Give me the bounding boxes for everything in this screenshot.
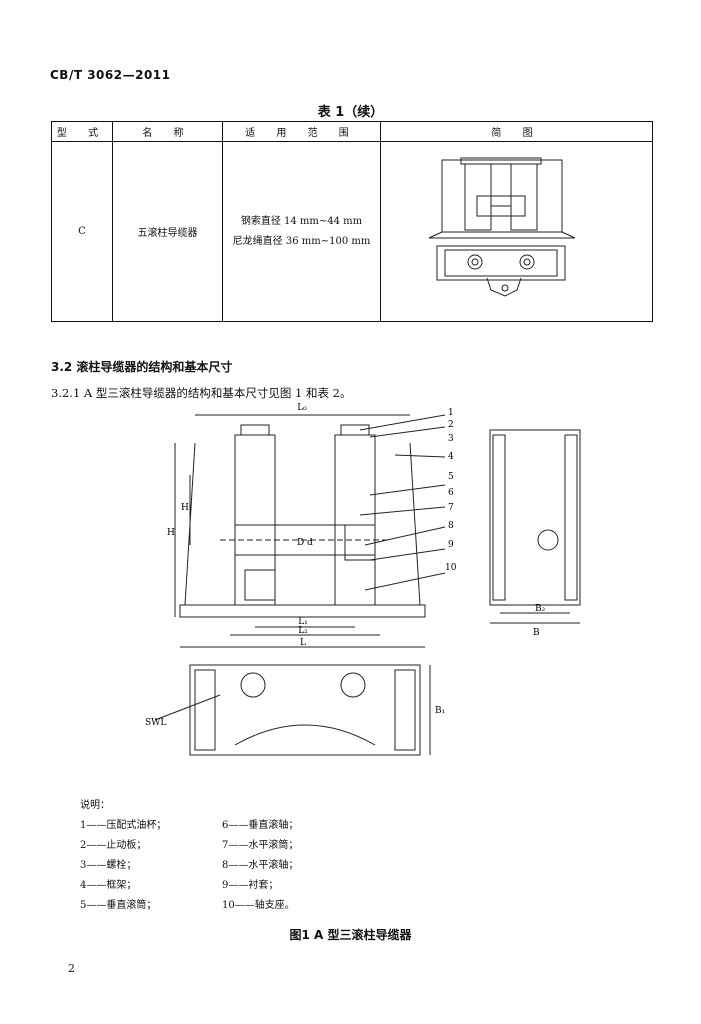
cell-name: 五滚柱导缆器 <box>112 141 223 322</box>
col-header-type: 型 式 <box>51 121 113 142</box>
cell-type: C <box>51 141 113 322</box>
legend-item: 3——螺栓； <box>80 860 137 871</box>
col-header-sketch: 简 图 <box>380 121 653 142</box>
range-line-1: 钢索直径 14 mm~44 mm <box>240 215 363 227</box>
legend-item: 10——轴支座。 <box>222 900 295 911</box>
label-d-lower: d <box>307 538 313 548</box>
legend-title: 说明： <box>80 800 110 811</box>
standard-code-header: CB/T 3062—2011 <box>50 68 171 82</box>
callout-6: 6 <box>448 488 454 498</box>
label-l2: L₂ <box>298 626 308 636</box>
label-b2: B₂ <box>535 604 546 614</box>
table-header-row: 型 式 名 称 适 用 范 围 简 图 <box>51 121 653 142</box>
section-heading-3-2: 3.2 滚柱导缆器的结构和基本尺寸 <box>51 360 233 374</box>
callout-8: 8 <box>448 521 454 531</box>
label-l: L <box>300 638 306 648</box>
spec-table: 型 式 名 称 适 用 范 围 简 图 C 五滚柱导缆器 钢索直径 14 mm~… <box>51 121 653 322</box>
label-h: H <box>167 528 175 538</box>
callout-3: 3 <box>448 434 454 444</box>
legend-item: 9——衬套； <box>222 880 279 891</box>
label-b: B <box>533 628 540 638</box>
legend-right-column: 6——垂直滚轴； 7——水平滚筒； 8——水平滚轴； 9——衬套； 10——轴支… <box>222 816 298 916</box>
callout-9: 9 <box>448 540 454 550</box>
legend-item: 2——止动板； <box>80 840 147 851</box>
label-h1: H₁ <box>181 503 192 513</box>
table-row: C 五滚柱导缆器 钢索直径 14 mm~44 mm 尼龙绳直径 36 mm~10… <box>51 141 653 322</box>
legend-left-column: 1——压配式油杯； 2——止动板； 3——螺栓； 4——框架； 5——垂直滚筒； <box>80 816 166 916</box>
label-l0: L₀ <box>297 403 307 413</box>
callout-7: 7 <box>448 503 454 513</box>
cell-sketch <box>380 141 653 322</box>
five-roller-sketch <box>428 157 575 297</box>
subsection-3-2-1: 3.2.1 A 型三滚柱导缆器的结构和基本尺寸见图 1 和表 2。 <box>51 386 352 400</box>
legend-item: 5——垂直滚筒； <box>80 900 157 911</box>
legend-item: 1——压配式油杯； <box>80 820 167 831</box>
legend-item: 4——框架； <box>80 880 137 891</box>
label-l1: L₁ <box>298 617 308 627</box>
page-number: 2 <box>68 962 75 975</box>
label-b1: B₁ <box>435 706 445 716</box>
legend-item: 6——垂直滚轴； <box>222 820 299 831</box>
callout-1: 1 <box>448 408 454 418</box>
legend-item: 8——水平滚轴； <box>222 860 299 871</box>
range-line-2: 尼龙绳直径 36 mm~100 mm <box>232 235 371 247</box>
callout-2: 2 <box>448 420 454 430</box>
col-header-name: 名 称 <box>112 121 223 142</box>
figure-1-drawing: L₀ H H₁ D d L₁ L₂ L B₂ B B₁ SWL 1 2 3 4 … <box>145 403 581 756</box>
label-swl: SWL <box>145 718 166 728</box>
figure-caption: 图1 A 型三滚柱导缆器 <box>289 928 412 942</box>
callout-4: 4 <box>448 452 454 462</box>
col-header-range: 适 用 范 围 <box>222 121 381 142</box>
callout-10: 10 <box>445 563 457 573</box>
legend-item: 7——水平滚筒； <box>222 840 299 851</box>
table-caption: 表 1（续） <box>317 105 384 120</box>
label-d-upper: D <box>297 538 304 548</box>
cell-range: 钢索直径 14 mm~44 mm 尼龙绳直径 36 mm~100 mm <box>222 141 381 322</box>
callout-5: 5 <box>448 472 454 482</box>
